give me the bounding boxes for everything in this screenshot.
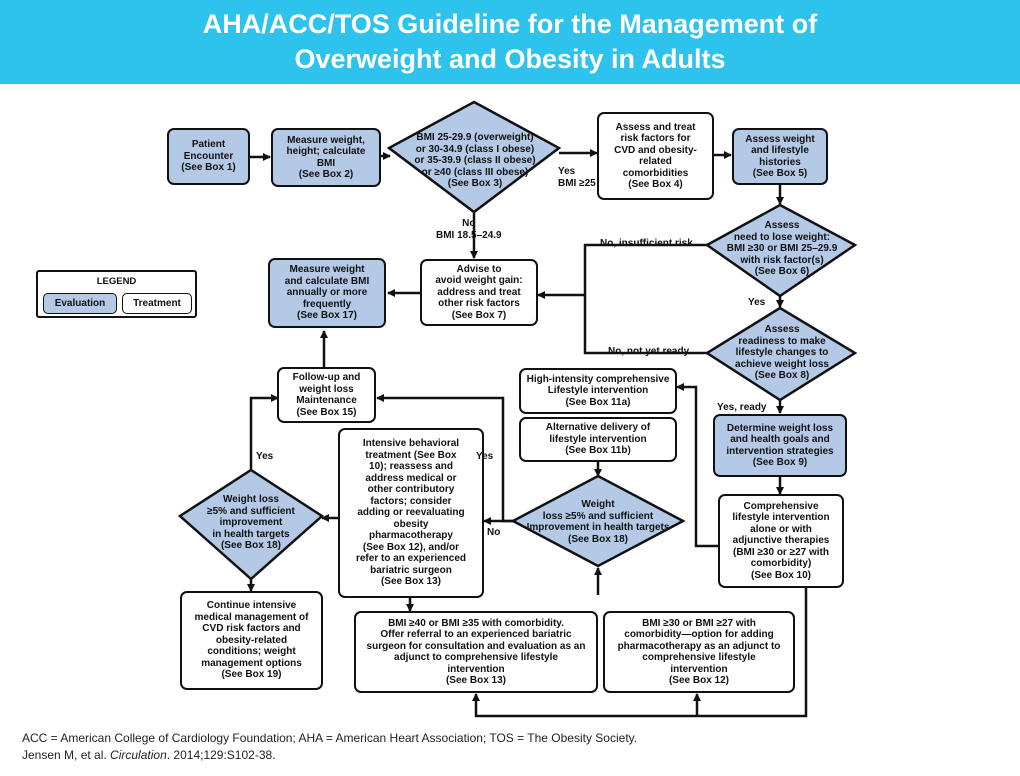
box17-measure-annually: Measure weight and calculate BMI annuall… bbox=[268, 258, 386, 328]
box15-follow-up: Follow-up and weight loss Maintenance (S… bbox=[277, 367, 376, 423]
box18b-weight-loss-check: Weight loss ≥5% and sufficient Improveme… bbox=[526, 499, 670, 545]
legend-title: LEGEND bbox=[96, 276, 137, 287]
box1-patient-encounter: Patient Encounter (See Box 1) bbox=[167, 128, 250, 185]
decision-diamond-box18b bbox=[510, 474, 686, 568]
label-no-bmi-normal: No BMI 18.5–24.9 bbox=[436, 218, 502, 241]
box12-pharmacotherapy: BMI ≥30 or BMI ≥27 with comorbidity—opti… bbox=[603, 611, 795, 693]
label-yes-box18a: Yes bbox=[256, 451, 274, 462]
legend: LEGEND Evaluation Treatment bbox=[36, 270, 197, 318]
label-yes-box6: Yes bbox=[748, 297, 766, 308]
box18a-weight-loss-check: Weight loss ≥5% and sufficient improveme… bbox=[207, 494, 295, 552]
box11b-alternative-delivery: Alternative delivery of lifestyle interv… bbox=[519, 417, 677, 462]
title-line-2: Overweight and Obesity in Adults bbox=[294, 44, 726, 74]
box3-bmi-classification: BMI 25-29.9 (overweight) or 30-34.9 (cla… bbox=[414, 132, 536, 190]
title-banner: AHA/ACC/TOS Guideline for the Management… bbox=[0, 0, 1020, 84]
box16-intensive-behavioral: Intensive behavioral treatment (See Box … bbox=[338, 428, 484, 598]
box7-advise-avoid-gain: Advise to avoid weight gain: address and… bbox=[420, 259, 538, 326]
box19-continue-management: Continue intensive medical management of… bbox=[180, 591, 323, 690]
legend-evaluation: Evaluation bbox=[43, 293, 117, 314]
box8-assess-readiness: Assess readiness to make lifestyle chang… bbox=[735, 324, 829, 382]
footer-abbreviations: ACC = American College of Cardiology Fou… bbox=[22, 731, 638, 745]
box6-assess-need: Assess need to lose weight: BMI ≥30 or B… bbox=[726, 220, 838, 278]
label-no-not-ready: No, not yet ready bbox=[608, 346, 690, 357]
box4-assess-risk-factors: Assess and treat risk factors for CVD an… bbox=[597, 112, 714, 200]
box10-comprehensive-lifestyle: Comprehensive lifestyle intervention alo… bbox=[718, 494, 844, 588]
box2-measure-weight: Measure weight, height; calculate BMI (S… bbox=[271, 128, 381, 187]
box13-bariatric-referral: BMI ≥40 or BMI ≥35 with comorbidity. Off… bbox=[354, 611, 598, 693]
label-yes-ready: Yes, ready bbox=[717, 402, 767, 413]
box11a-high-intensity: High-intensity comprehensive Lifestyle i… bbox=[519, 368, 677, 414]
label-no-insufficient-risk: No, insufficient risk bbox=[600, 238, 693, 249]
label-no-box18b: No bbox=[487, 527, 501, 538]
footer-citation: Jensen M, et al. Circulation. 2014;129:S… bbox=[22, 748, 276, 762]
label-yes-bmi25: Yes BMI ≥25 bbox=[558, 166, 596, 189]
legend-treatment: Treatment bbox=[122, 293, 192, 314]
box9-determine-goals: Determine weight loss and health goals a… bbox=[713, 414, 847, 477]
label-yes-box18b: Yes bbox=[476, 451, 494, 462]
arrows bbox=[247, 149, 808, 718]
title-line-1: AHA/ACC/TOS Guideline for the Management… bbox=[202, 9, 818, 39]
box5-assess-histories: Assess weight and lifestyle histories (S… bbox=[732, 128, 828, 185]
